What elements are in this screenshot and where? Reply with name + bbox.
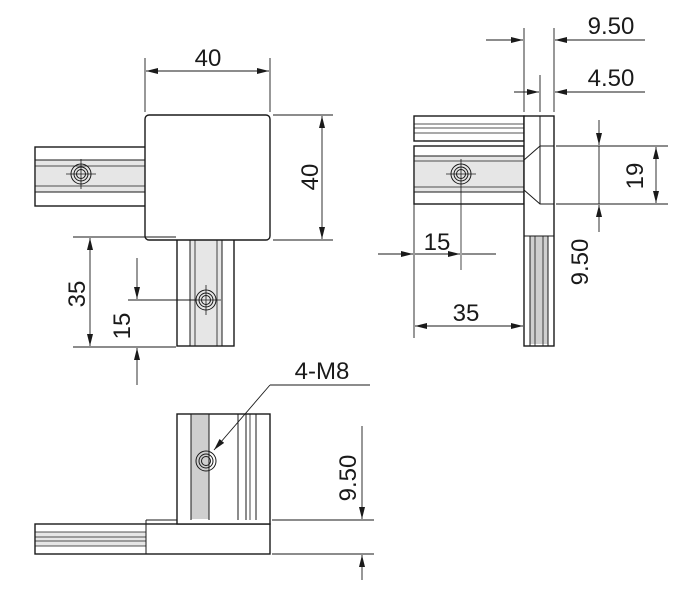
top-view: 40 40 35 15 bbox=[34, 45, 333, 385]
front-view: 4-M8 9.50 bbox=[34, 358, 374, 580]
dimension-hole-offset-side: 15 bbox=[378, 229, 496, 257]
dimension-width: 40 bbox=[144, 45, 271, 112]
thread-callout: 4-M8 bbox=[213, 358, 370, 451]
dimension-leg-length: 35 bbox=[64, 236, 176, 348]
screw-hole-icon bbox=[66, 159, 96, 189]
main-rail bbox=[413, 145, 525, 205]
dimension-label: 9.50 bbox=[335, 455, 362, 502]
dimension-label: 9.50 bbox=[588, 13, 635, 40]
dimension-label: 15 bbox=[109, 313, 136, 340]
dimension-lip: 4.50 bbox=[514, 65, 645, 112]
base-rail bbox=[34, 519, 271, 555]
left-arm bbox=[34, 146, 148, 207]
screw-hole-icon bbox=[446, 159, 476, 270]
dimension-lower-flange: 9.50 bbox=[567, 120, 602, 286]
upper-rail bbox=[413, 115, 525, 142]
side-view: 9.50 4.50 19 9.50 15 bbox=[378, 13, 668, 347]
dimension-label: 35 bbox=[453, 300, 480, 327]
upright-flange bbox=[523, 115, 555, 347]
dimension-height: 40 bbox=[273, 114, 333, 241]
dimension-slot: 19 bbox=[556, 145, 668, 205]
dimension-label: 40 bbox=[195, 45, 222, 72]
dimension-label: 35 bbox=[64, 281, 91, 308]
bottom-leg bbox=[176, 231, 235, 347]
dimension-label: 4.50 bbox=[588, 65, 635, 92]
dimension-label: 40 bbox=[297, 164, 324, 191]
dimension-label: 15 bbox=[424, 229, 451, 256]
dimension-label: 19 bbox=[622, 163, 649, 190]
dimension-depth: 35 bbox=[413, 204, 523, 338]
dimension-hole-offset: 15 bbox=[109, 258, 196, 385]
dimension-flange: 9.50 bbox=[486, 13, 645, 112]
callout-label: 4-M8 bbox=[295, 358, 350, 385]
dimension-base-height: 9.50 bbox=[272, 426, 374, 580]
dimension-label: 9.50 bbox=[567, 239, 594, 286]
upright-block bbox=[176, 413, 271, 525]
main-body bbox=[144, 114, 271, 241]
screw-hole-icon bbox=[195, 450, 217, 472]
